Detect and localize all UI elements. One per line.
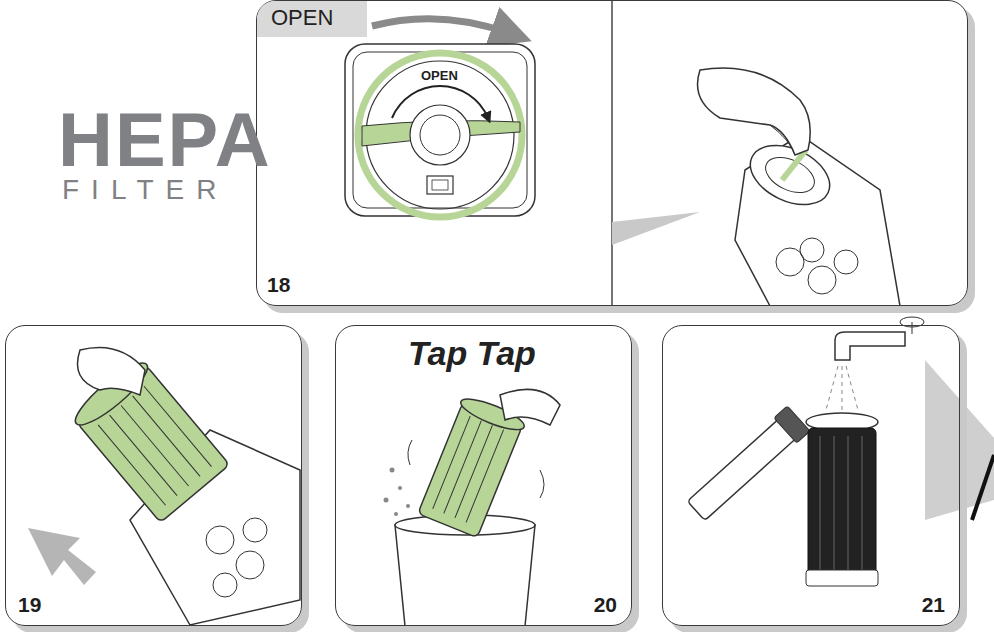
callout-number: 18 [267,273,290,297]
step-panel: OPEN 18 [256,0,968,306]
hand-turning-cap [612,68,900,306]
callout-number: 19 [18,593,41,617]
step-panel: Tap Tap 20 [335,325,632,626]
title-word: HEPA [58,96,272,183]
dial-label: OPEN [421,68,458,83]
step-heading: OPEN [257,1,367,37]
step-panel: 21 [662,325,960,626]
step-panel: 19 [5,325,302,626]
filter-removal [28,348,300,626]
brush-and-rinse [685,317,924,586]
callout-number: 21 [922,593,945,617]
callout-number: 20 [594,593,617,617]
cap-top-view [345,19,535,217]
title-word: FILTER [62,174,228,206]
filter-tapping [384,389,561,626]
sound-text: Tap Tap [408,334,536,373]
